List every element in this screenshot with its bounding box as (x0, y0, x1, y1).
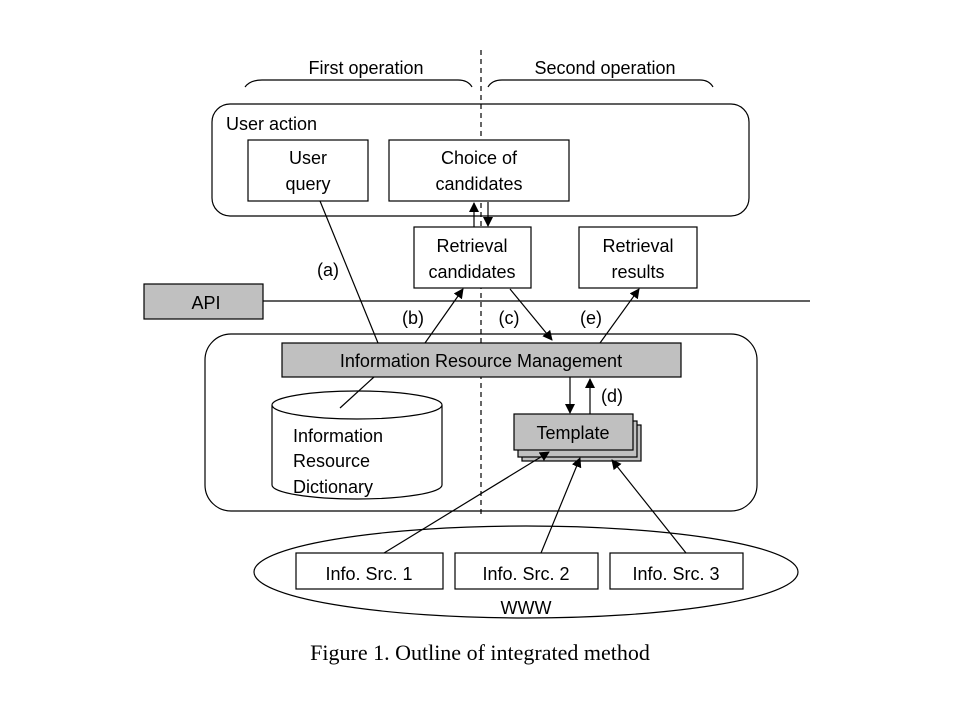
edge-e (599, 288, 640, 344)
irm-box (281, 342, 682, 378)
user-action-container (211, 103, 750, 217)
choice-line2: candidates (435, 174, 522, 194)
edge-label-d: (d) (601, 386, 623, 406)
arrow-src1-to-template (383, 451, 550, 554)
retrieval-results-box (578, 226, 698, 289)
info-src-3-box (609, 552, 744, 590)
second-operation-brace (487, 79, 714, 88)
dictionary-cylinder-top (271, 390, 443, 420)
edge-a (319, 200, 379, 344)
irm-label: Information Resource Management (340, 351, 622, 371)
info-src-1-label: Info. Src. 1 (325, 564, 412, 584)
www-label: WWW (501, 598, 552, 618)
edge-b (424, 288, 464, 344)
retrieval-candidates-line2: candidates (428, 262, 515, 282)
first-operation-label: First operation (308, 58, 423, 78)
info-src-1-box (295, 552, 444, 590)
irm-container (204, 333, 758, 512)
second-operation-label: Second operation (534, 58, 675, 78)
user-action-label: User action (226, 114, 317, 134)
user-query-line1: User (289, 148, 327, 168)
info-src-2-label: Info. Src. 2 (482, 564, 569, 584)
retrieval-candidates-box (413, 226, 532, 289)
user-query-box (247, 139, 369, 202)
info-src-3-label: Info. Src. 3 (632, 564, 719, 584)
template-box (513, 413, 634, 451)
edge-c (509, 288, 553, 341)
info-src-2-box (454, 552, 599, 590)
dictionary-line3: Dictionary (293, 477, 373, 497)
edge-label-b: (b) (402, 308, 424, 328)
edge-label-e: (e) (580, 308, 602, 328)
api-label: API (191, 293, 220, 313)
template-label: Template (536, 423, 609, 443)
first-operation-brace (244, 79, 473, 88)
irm-to-dictionary-link (339, 376, 375, 409)
dictionary-line1: Information (293, 426, 383, 446)
dictionary-line2: Resource (293, 451, 370, 471)
edge-label-c: (c) (499, 308, 520, 328)
arrow-src2-to-template (540, 457, 582, 554)
choice-of-candidates-box (388, 139, 570, 202)
edge-label-a: (a) (317, 260, 339, 280)
retrieval-candidates-line1: Retrieval (436, 236, 507, 256)
arrow-src3-to-template (611, 459, 687, 554)
retrieval-results-line2: results (611, 262, 664, 282)
dictionary-cylinder (271, 405, 443, 500)
www-ellipse (253, 525, 799, 619)
figure-caption: Figure 1. Outline of integrated method (310, 640, 650, 665)
user-query-line2: query (285, 174, 330, 194)
choice-line1: Choice of (441, 148, 518, 168)
retrieval-results-line1: Retrieval (602, 236, 673, 256)
